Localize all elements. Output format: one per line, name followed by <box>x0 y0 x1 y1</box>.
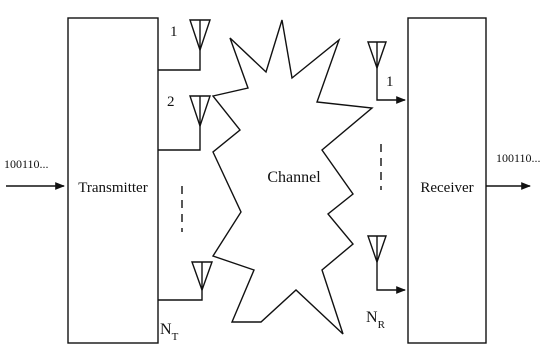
tx-antenna-nt <box>158 261 213 301</box>
channel-shape <box>211 19 374 335</box>
receiver-block <box>407 17 487 344</box>
rx-antenna-label-nr: NR <box>366 309 386 331</box>
receiver-label: Receiver <box>420 180 473 196</box>
rx-antenna-nr <box>367 235 406 294</box>
tx-antenna-label-1: 1 <box>170 24 178 40</box>
channel-label: Channel <box>267 169 321 186</box>
output-bits-label: 100110... <box>496 151 541 165</box>
input-bits-label: 100110... <box>4 157 49 171</box>
rx-antenna-1 <box>367 41 406 104</box>
transmitter-label: Transmitter <box>78 180 147 196</box>
tx-antenna-2 <box>158 95 211 151</box>
tx-antenna-label-2: 2 <box>167 94 175 110</box>
tx-antenna-label-nt: NT <box>160 321 179 343</box>
rx-antenna-label-1: 1 <box>386 74 394 90</box>
transmitter-block <box>67 17 159 344</box>
tx-antenna-1 <box>158 19 211 71</box>
